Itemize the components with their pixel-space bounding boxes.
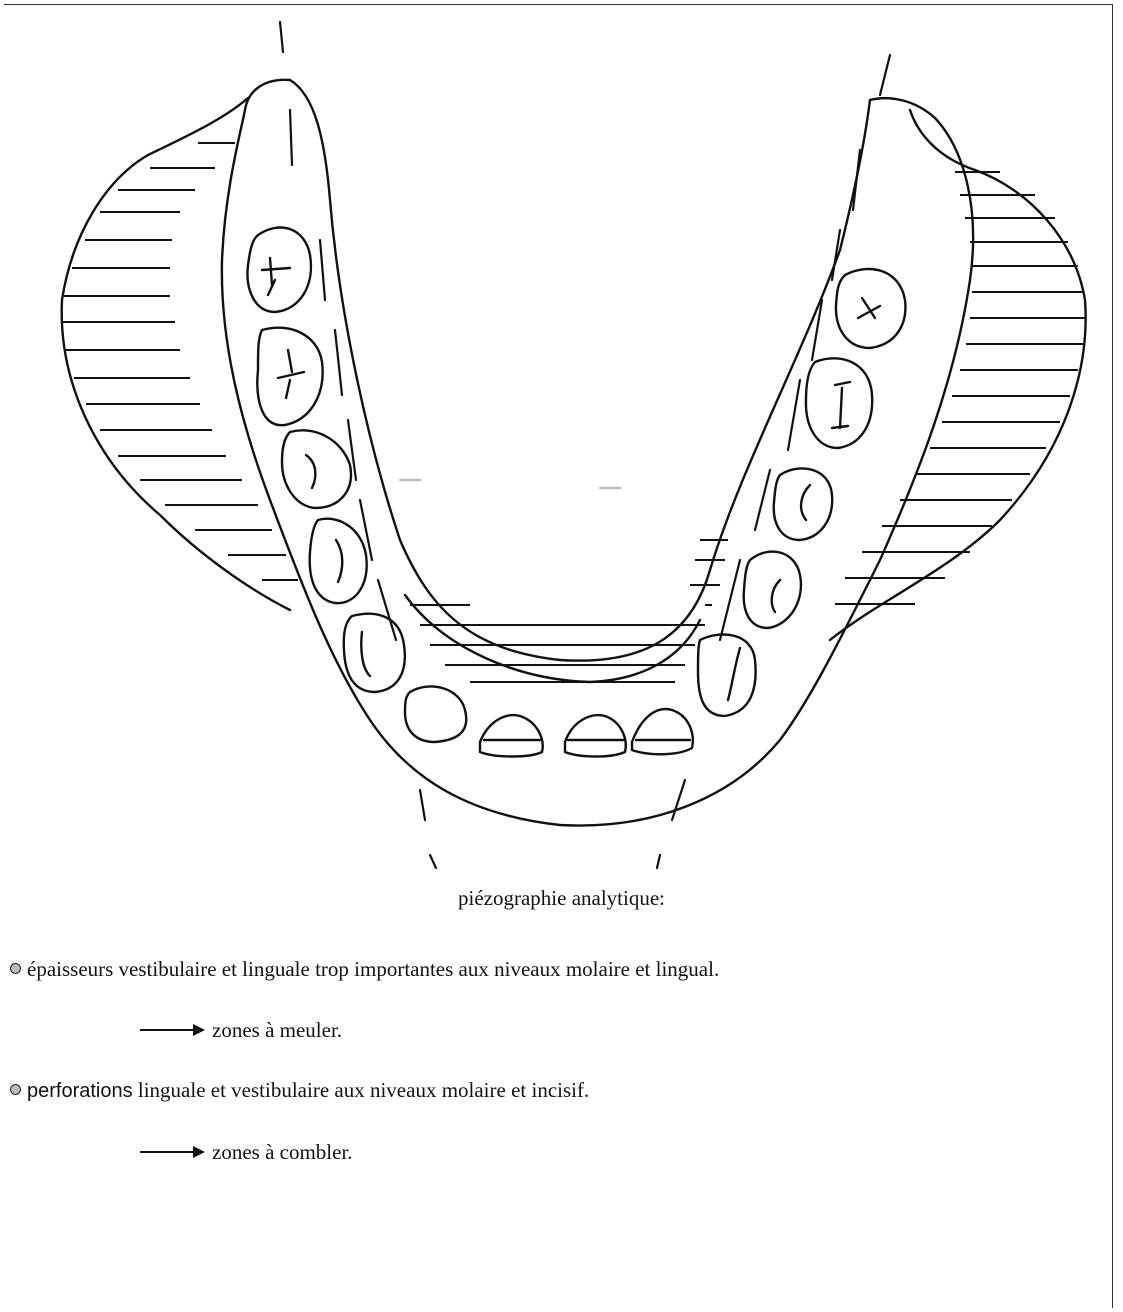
left-teeth: [247, 228, 466, 742]
bullet-icon: [10, 963, 21, 974]
finding-2-consequence-text: zones à combler.: [212, 1140, 353, 1164]
piezography-drawing: [0, 0, 1123, 880]
right-buccal-flange: [830, 110, 1086, 640]
anterior-teeth: [480, 709, 693, 756]
finding-2-consequence: zones à combler.: [140, 1140, 353, 1165]
finding-1-consequence: zones à meuler.: [140, 1018, 342, 1043]
finding-1-text: épaisseurs vestibulaire et linguale trop…: [27, 957, 719, 981]
denture-arch: [222, 80, 973, 826]
finding-1: épaisseurs vestibulaire et linguale trop…: [10, 957, 719, 982]
right-teeth: [698, 269, 905, 716]
bullet-icon: [10, 1084, 21, 1095]
finding-2-prefix: perforations: [27, 1080, 133, 1102]
finding-1-consequence-text: zones à meuler.: [212, 1018, 342, 1042]
left-buccal-flange: [62, 98, 298, 610]
finding-2: perforations linguale et vestibulaire au…: [10, 1078, 589, 1103]
figure-caption: piézographie analytique:: [0, 886, 1123, 911]
arrow-right-icon: [140, 1029, 202, 1031]
arrow-right-icon: [140, 1151, 202, 1153]
finding-2-text: linguale et vestibulaire aux niveaux mol…: [133, 1078, 590, 1102]
